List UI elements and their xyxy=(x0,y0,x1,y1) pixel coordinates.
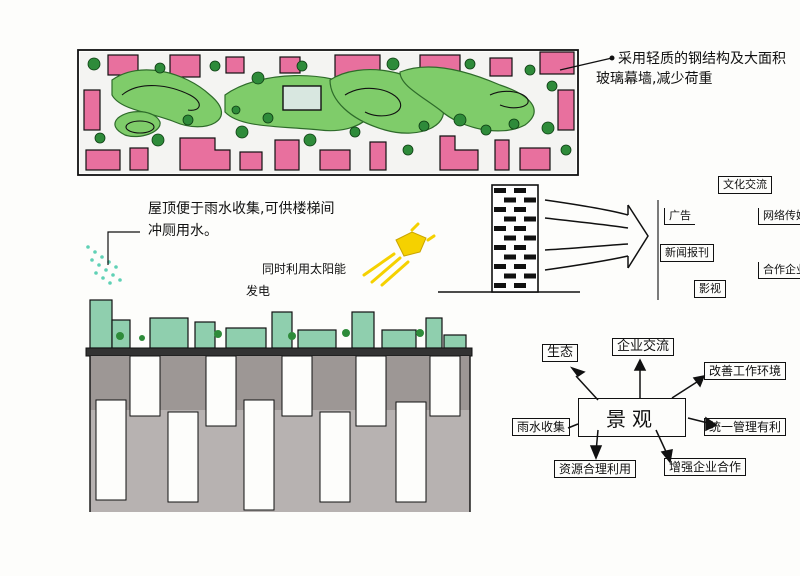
media-label-network: 网络传媒 xyxy=(758,208,800,225)
concept-item-management: 统一管理有利 xyxy=(704,418,787,436)
tower-window xyxy=(494,283,506,288)
rain-leader-line xyxy=(107,231,140,265)
tower-window xyxy=(504,254,516,260)
rooftop-glass-boxes xyxy=(89,299,467,349)
annotation-solar-1: 同时利用太阳能 xyxy=(262,262,347,276)
high-rise-diagram xyxy=(438,184,649,293)
annotation-rainwater-1: 屋顶便于雨水收集,可供楼梯间 xyxy=(148,201,335,217)
pink-buildings-bottom xyxy=(85,135,551,171)
tower-window xyxy=(524,254,536,260)
tower-window xyxy=(494,207,506,212)
concept-item-exchange: 企业交流 xyxy=(612,338,675,356)
concept-item-work-env: 改善工作环境 xyxy=(704,362,787,380)
concept-item-ecology: 生态 xyxy=(542,344,579,362)
site-plan xyxy=(77,49,615,176)
pink-buildings-top xyxy=(107,51,575,78)
annotation-roof-structure-1: 采用轻质的钢结构及大面积 xyxy=(618,51,786,67)
tower-window xyxy=(504,197,516,203)
tower-window xyxy=(504,273,516,279)
concept-item-resources: 资源合理利用 xyxy=(554,460,637,478)
media-label-ads: 广告 xyxy=(664,208,695,225)
trees xyxy=(87,57,572,156)
tower-window xyxy=(494,245,506,250)
annotation-roof-structure-2: 玻璃幕墙,减少荷重 xyxy=(596,71,713,87)
rain-icon xyxy=(86,245,122,285)
media-label-enterprise: 合作企业 xyxy=(758,262,800,279)
concept-item-cooperation: 增强企业合作 xyxy=(664,458,747,476)
tower-window xyxy=(524,235,536,241)
concept-arrows xyxy=(567,358,718,464)
tower-window xyxy=(494,264,506,269)
central-plaza xyxy=(282,85,322,111)
media-label-film: 影视 xyxy=(694,280,726,298)
tower-window xyxy=(504,235,516,241)
building-section xyxy=(85,299,473,512)
concept-item-rainwater: 雨水收集 xyxy=(512,418,571,436)
media-label-news: 新闻报刊 xyxy=(660,244,714,262)
tower-window xyxy=(514,245,526,250)
media-label-culture: 文化交流 xyxy=(718,176,772,194)
tower-window xyxy=(494,226,506,231)
tower-window xyxy=(514,188,526,193)
tower-window xyxy=(524,197,536,203)
tower-window xyxy=(514,264,526,269)
tower-window xyxy=(514,226,526,231)
tower-window xyxy=(524,216,536,222)
tower-window xyxy=(524,273,536,279)
tower-window xyxy=(514,207,526,212)
tower-window xyxy=(504,216,516,222)
tower-window xyxy=(514,283,526,288)
annotation-rainwater-2: 冲厕用水。 xyxy=(148,223,218,239)
tower-window xyxy=(494,188,506,193)
annotation-solar-2: 发电 xyxy=(246,284,271,298)
sun-icon xyxy=(362,222,436,287)
concept-center-landscape: 景观 xyxy=(578,398,686,437)
